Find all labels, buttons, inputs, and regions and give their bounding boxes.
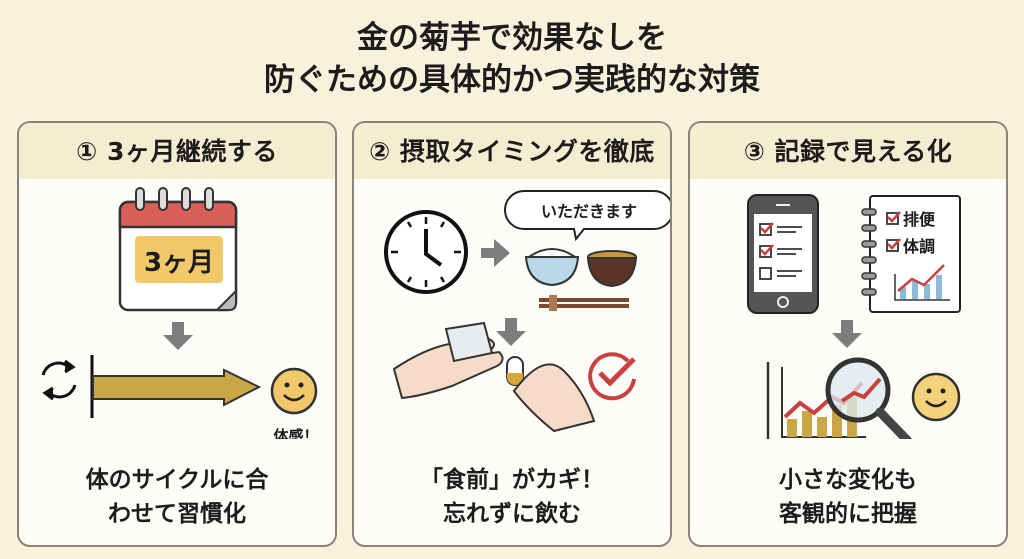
mini-chart-icon <box>894 264 950 301</box>
down-arrow-icon <box>496 318 526 346</box>
panel-heading: ② 摂取タイミングを徹底 <box>354 123 670 179</box>
chopsticks-icon <box>539 295 629 311</box>
speech-bubble: いただきます <box>504 190 670 242</box>
hand-with-sachet-icon <box>392 321 504 400</box>
caption-line-2: わせて習慣化 <box>108 501 246 527</box>
notebook-item-2: 体調 <box>903 237 935 256</box>
caption-line-2: 忘れずに飲む <box>443 501 581 527</box>
down-arrow-icon <box>163 322 193 350</box>
panel-heading: ③ 記録で見える化 <box>690 123 1006 179</box>
panel-caption: 小さな変化も 客観的に把握 <box>690 463 1006 531</box>
panel-illustration: 排便 体調 <box>747 194 961 439</box>
down-arrow-icon <box>832 320 862 348</box>
cycle-icon <box>41 359 77 401</box>
caption-line-1: 小さな変化も <box>779 467 917 493</box>
title-line-1: 金の菊芋で効果なしを <box>357 20 667 56</box>
panel-illustration: いただきます <box>384 190 670 433</box>
right-arrow-icon <box>481 239 510 267</box>
smartphone-icon <box>747 194 819 314</box>
calendar-label: 3ヶ月 <box>144 248 214 278</box>
feel-label: 体感！ <box>273 427 318 439</box>
panel-caption: 体のサイクルに合 わせて習慣化 <box>19 463 335 531</box>
miso-soup-icon <box>586 250 638 288</box>
check-circle-icon <box>588 352 636 401</box>
hand-with-capsule-icon <box>506 356 596 433</box>
panel-caption: 「食前」がカギ！ 忘れずに飲む <box>354 463 670 531</box>
panel-intake-timing: ② 摂取タイミングを徹底 いただきます <box>352 121 672 547</box>
speech-bubble-text: いただきます <box>541 202 637 221</box>
smiley-icon <box>911 372 961 422</box>
caption-line-1: 「食前」がカギ！ <box>420 467 604 493</box>
panel-record-visualize: ③ 記録で見える化 排便 体調 <box>688 121 1008 547</box>
panel-continue-3-months: ① 3ヶ月継続する 3ヶ月 体感！ 体のサイクルに合 わせて習慣化 <box>17 121 337 547</box>
progress-arrow-icon <box>92 368 262 407</box>
title-line-2: 防ぐための具体的かつ実践的な対策 <box>264 62 760 98</box>
caption-line-1: 体のサイクルに合 <box>85 467 269 493</box>
notebook-icon: 排便 体調 <box>861 195 961 313</box>
panel-heading: ① 3ヶ月継続する <box>19 123 335 179</box>
rice-bowl-icon <box>524 248 580 287</box>
caption-line-2: 客観的に把握 <box>779 501 917 527</box>
clock-icon <box>384 210 468 294</box>
magnifier-icon <box>825 357 913 439</box>
notebook-item-1: 排便 <box>903 210 936 229</box>
calendar-icon: 3ヶ月 <box>118 187 238 312</box>
smiley-icon <box>270 367 318 415</box>
panel-illustration: 3ヶ月 体感！ <box>41 187 319 439</box>
